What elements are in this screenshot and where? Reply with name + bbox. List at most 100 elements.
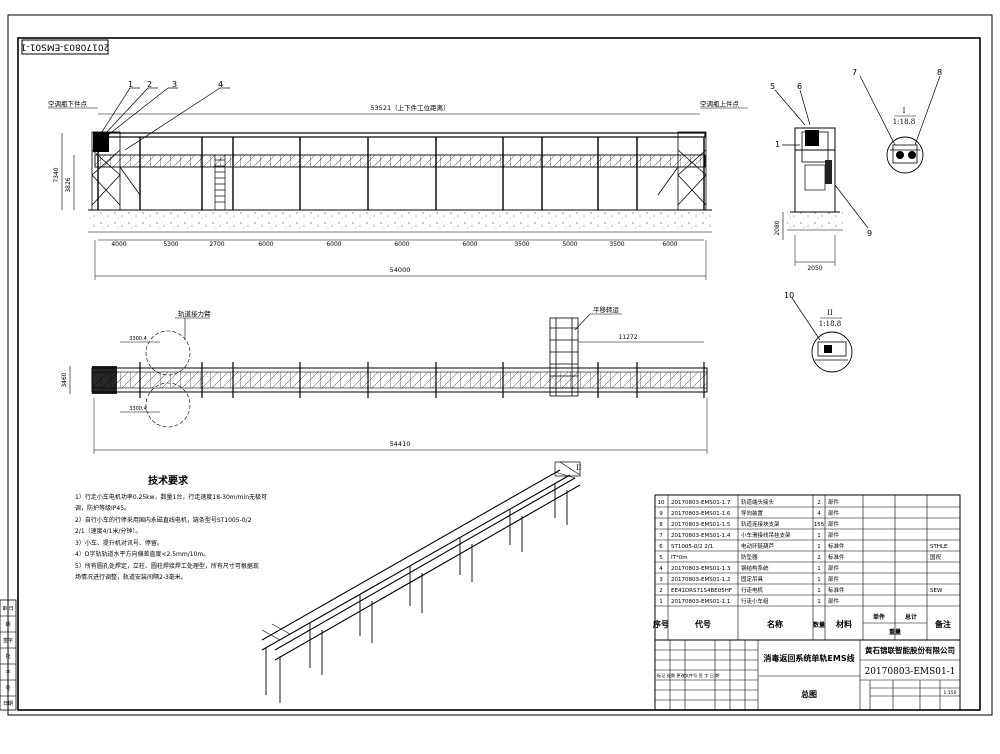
drawing-scale: 1:150 xyxy=(944,690,957,696)
bom-cell: 1 xyxy=(817,577,821,583)
inner-border xyxy=(17,37,981,711)
segment-dim: 4000 xyxy=(111,241,126,248)
left-strip-text: 日期 xyxy=(3,701,13,707)
code-stamp-text: 20170803-EMS01-1 xyxy=(21,42,110,52)
bom-cell: 国祝 xyxy=(930,553,942,561)
tech-line: 4）D字轨轨道水平方向偏差直度<2.5mm/10m。 xyxy=(75,550,209,558)
segment-dim: 6000 xyxy=(462,241,477,248)
bom-cell: 部件 xyxy=(828,520,840,528)
plan-small-dim: 3300.4 xyxy=(129,336,147,342)
bom-header: 单件 xyxy=(873,613,885,621)
bom-header: 序号 xyxy=(653,619,669,629)
segment-dim: 2700 xyxy=(209,241,224,248)
bom-cell: 8 xyxy=(659,522,663,528)
bom-cell: 3 xyxy=(659,577,663,583)
bom-header: 名称 xyxy=(767,619,783,629)
bom-cell: 6 xyxy=(659,544,663,550)
tech-requirements: 技术要求 1）行走小车电机功率0.25kw，数量1台，行走速度18-30m/mi… xyxy=(75,474,267,581)
bom-header: 重量 xyxy=(889,628,901,636)
bom-cell: 20170803-EMS01-1.3 xyxy=(671,566,731,572)
bom-cell: 7 xyxy=(659,533,663,539)
callout-10: 10 xyxy=(784,291,794,300)
bom-cell: ST1005-0/2 2/1 xyxy=(671,544,713,550)
bom-cell: 防坠器 xyxy=(741,553,758,561)
callout-1-side: 1 xyxy=(775,140,780,149)
bom-header: 数量 xyxy=(813,621,825,629)
left-strip-text: 字 xyxy=(5,669,10,676)
iso-view-label: II xyxy=(576,464,582,472)
bom-cell: 20170803-EMS01-1.6 xyxy=(671,511,731,517)
callout-8: 8 xyxy=(937,68,942,77)
revision-columns: 标记 处数 更改文件号 签 字 日 期 xyxy=(657,672,719,679)
tech-line: 2）自行小车的行停采用国内永磁直线电机，链条型号ST1005-0/2 xyxy=(75,516,252,524)
bom-cell: 1 xyxy=(817,533,821,539)
bom-cell: 10 xyxy=(658,500,665,506)
bom-cell: 2 xyxy=(817,555,821,561)
bom-cell: 1 xyxy=(659,599,663,605)
tech-line: 5）所有圆孔处焊定，立柱、圆柱焊接焊工处理型，所有尺寸可根据现 xyxy=(75,562,259,570)
bom-cell: 行走小车组 xyxy=(741,597,769,605)
detail-I-scale: 1:18.8 xyxy=(893,118,915,126)
bom-cell: EE41DRS71S4BE05HF xyxy=(671,588,732,594)
bom-cell: 标准件 xyxy=(828,553,845,561)
tech-title: 技术要求 xyxy=(148,474,189,487)
plan-label-left: 轨道接力臂 xyxy=(178,309,211,318)
drawing-number: 20170803-EMS01-1 xyxy=(864,667,955,677)
callout-7: 7 xyxy=(852,68,857,77)
bom-cell: 轨道端头接头 xyxy=(741,498,775,506)
height-inner-dim: 3826 xyxy=(65,177,72,192)
bom-cell: 标准件 xyxy=(828,542,845,550)
bom-cell: 导向装置 xyxy=(741,509,764,517)
bom-cell: 155 xyxy=(814,522,825,528)
bom-cell: 20170803-EMS01-1.7 xyxy=(671,500,731,506)
bom-cell: 4 xyxy=(659,566,663,572)
top-elevation-view: 1 2 3 4 空调瓶下件点 空调瓶上件点 53521（上下件工位距离） xyxy=(48,80,748,280)
bom-cell: 部件 xyxy=(828,564,840,572)
bom-header: 材料 xyxy=(836,619,852,629)
bom-cell: 行走电机 xyxy=(741,586,764,594)
segment-dim: 3500 xyxy=(609,241,624,248)
outer-border xyxy=(7,14,993,716)
callout-6: 6 xyxy=(797,82,802,91)
bom-cell: IT*0m xyxy=(671,555,688,561)
callout-4: 4 xyxy=(218,80,223,89)
side-base-dim: 2080 xyxy=(774,220,781,235)
callout-5: 5 xyxy=(770,82,775,91)
segment-dim: 6000 xyxy=(394,241,409,248)
bom-cell: 电动环链葫芦 xyxy=(741,542,775,550)
bom-cell: 轨道连接块支架 xyxy=(741,520,780,528)
bom-cell: 20170803-EMS01-1.1 xyxy=(671,599,730,605)
plan-width-dim: 3460 xyxy=(61,372,68,387)
bom-cell: STHLE xyxy=(930,544,948,550)
left-strip-text: 签字 xyxy=(3,637,13,644)
tech-line: 调，防护等级IP45。 xyxy=(75,504,130,512)
bom-cell: 小车滑接线吊挂支架 xyxy=(741,531,791,539)
left-strip-text: 期 xyxy=(5,622,10,628)
bom-cell: 部件 xyxy=(828,597,840,605)
bom-cell: 20170803-EMS01-1.2 xyxy=(671,577,730,583)
left-strip: 审 日 期 签字 批 字 号 日期 xyxy=(0,599,17,711)
height-total-dim: 7340 xyxy=(53,167,60,182)
bom-cell: 部件 xyxy=(828,498,840,506)
right-point-label: 空调瓶上件点 xyxy=(700,99,740,108)
title-block: 标记 处数 更改文件号 签 字 日 期 消毒返回系统单轨EMS线 总图 黄石锦联… xyxy=(654,639,961,711)
bom-cell: 1 xyxy=(817,588,821,594)
plan-small-dim: 3300.4 xyxy=(129,406,147,412)
plan-total-dim: 54410 xyxy=(390,440,411,448)
span-dimension: 53521（上下件工位距离） xyxy=(370,103,449,112)
detail-II-label: II xyxy=(827,309,833,317)
callout-3: 3 xyxy=(172,80,177,89)
drawing-name: 总图 xyxy=(801,689,817,699)
bom-cell: 部件 xyxy=(828,509,840,517)
bom-header: 代号 xyxy=(694,619,711,629)
bom-table: 10 20170803-EMS01-1.7 轨道端头接头 2 部件 9 2017… xyxy=(653,494,961,641)
detail-II-scale: 1:18.8 xyxy=(819,320,841,328)
left-strip-text: 号 xyxy=(5,686,10,692)
plan-view: 轨道接力臂 平移转运 3300.4 xyxy=(61,305,708,454)
segment-dim: 6000 xyxy=(662,241,677,248)
isometric-view: II xyxy=(261,461,582,703)
code-stamp: 20170803-EMS01-1 xyxy=(21,39,110,55)
left-strip-text: 审 日 xyxy=(2,605,14,612)
bom-cell: 钢结构系统 xyxy=(741,564,769,572)
